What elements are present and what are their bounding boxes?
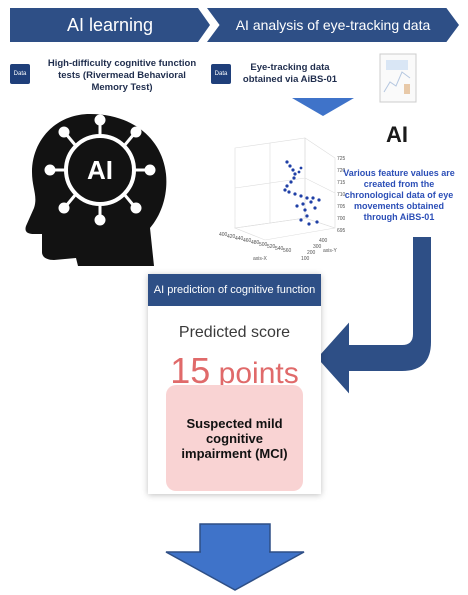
predicted-score-value: 15 points (148, 350, 321, 392)
x-axis-label: axis-X (253, 256, 268, 262)
prediction-header: AI prediction of cognitive function (148, 274, 321, 306)
ai-description: Various feature values are created from … (343, 168, 455, 222)
ai-learning-banner: AI learning (10, 8, 210, 42)
down-arrow-small-icon (292, 98, 354, 116)
y-tick: 100 (301, 256, 310, 262)
y-tick: 300 (313, 244, 322, 250)
ai-analysis-banner: AI analysis of eye-tracking data (207, 8, 459, 42)
x-tick: 540 (275, 246, 284, 252)
mci-diagnosis-box: Suspected mild cognitive impairment (MCI… (166, 385, 303, 491)
mci-diagnosis-text: Suspected mild cognitive impairment (MCI… (181, 415, 288, 461)
x-tick: 440 (235, 236, 244, 242)
cognitive-test-text: High-difficulty cognitive function tests… (47, 58, 197, 93)
x-tick: 420 (227, 234, 236, 240)
z-tick: 7250 (337, 156, 345, 162)
z-tick: 7000 (337, 216, 345, 222)
x-tick: 520 (267, 244, 276, 250)
curved-arrow-icon (314, 235, 433, 399)
x-tick: 480 (251, 240, 260, 246)
x-tick: 460 (243, 238, 252, 244)
data-badge-left: Data (10, 64, 30, 84)
y-tick: 400 (319, 238, 328, 244)
y-tick: 200 (307, 250, 316, 256)
z-tick: 7100 (337, 192, 345, 198)
ai-head-icon (25, 114, 167, 266)
down-arrow-large-icon (165, 523, 305, 591)
z-tick: 7200 (337, 168, 345, 174)
chart-thumbnail-icon (379, 53, 417, 103)
ai-analysis-title: AI analysis of eye-tracking data (235, 17, 431, 33)
x-tick: 560 (283, 248, 292, 254)
eye-tracking-text: Eye-tracking data obtained via AiBS-01 (242, 62, 338, 85)
score-number: 15 (170, 350, 211, 391)
z-tick: 7150 (337, 180, 345, 186)
predicted-score-label: Predicted score (178, 324, 291, 341)
ai-heading: AI (386, 122, 408, 147)
z-tick: 6950 (337, 228, 345, 234)
head-ai-label: AI (87, 155, 113, 185)
x-tick: 500 (259, 242, 268, 248)
y-axis-label: axis-Y (323, 248, 338, 254)
x-tick: 400 (219, 232, 228, 238)
score-unit: points (218, 357, 299, 390)
data-badge-right: Data (211, 64, 231, 84)
z-tick: 7050 (337, 204, 345, 210)
ai-learning-title: AI learning (66, 14, 154, 35)
eye-tracking-3d-plot: 7250 7200 7150 7100 7050 7000 6950 400 4… (219, 137, 345, 262)
